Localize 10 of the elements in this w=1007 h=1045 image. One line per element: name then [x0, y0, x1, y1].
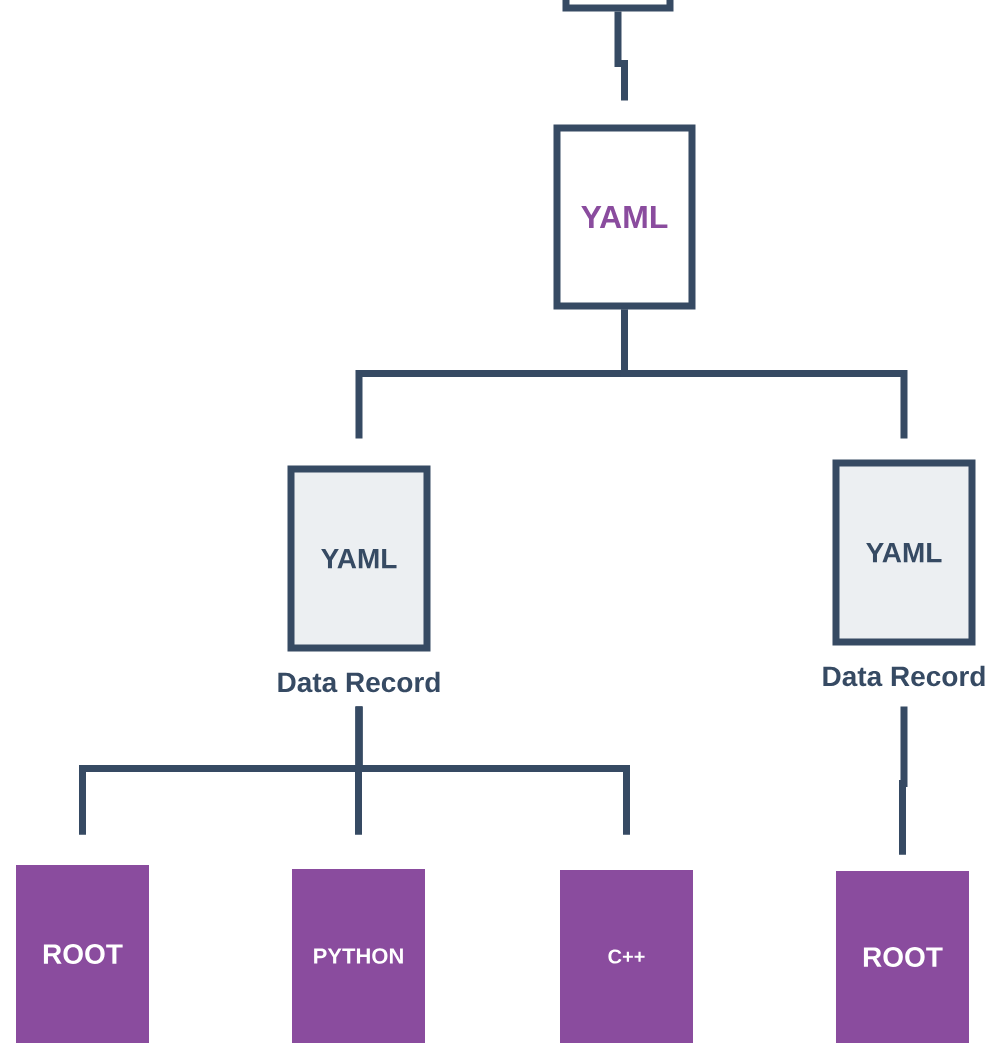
document-box: PYTHON	[292, 869, 425, 1043]
document-box: ROOT	[16, 865, 149, 1043]
document-box: C++	[560, 870, 693, 1043]
document-box: ROOT	[836, 871, 969, 1043]
box	[562, 0, 674, 12]
node-label: Data Record	[823, 665, 985, 687]
document-box: YAML	[553, 124, 696, 310]
document-box: YAML	[287, 465, 431, 652]
document-box: YAML	[832, 459, 976, 646]
node-label: Data Record	[278, 671, 440, 693]
